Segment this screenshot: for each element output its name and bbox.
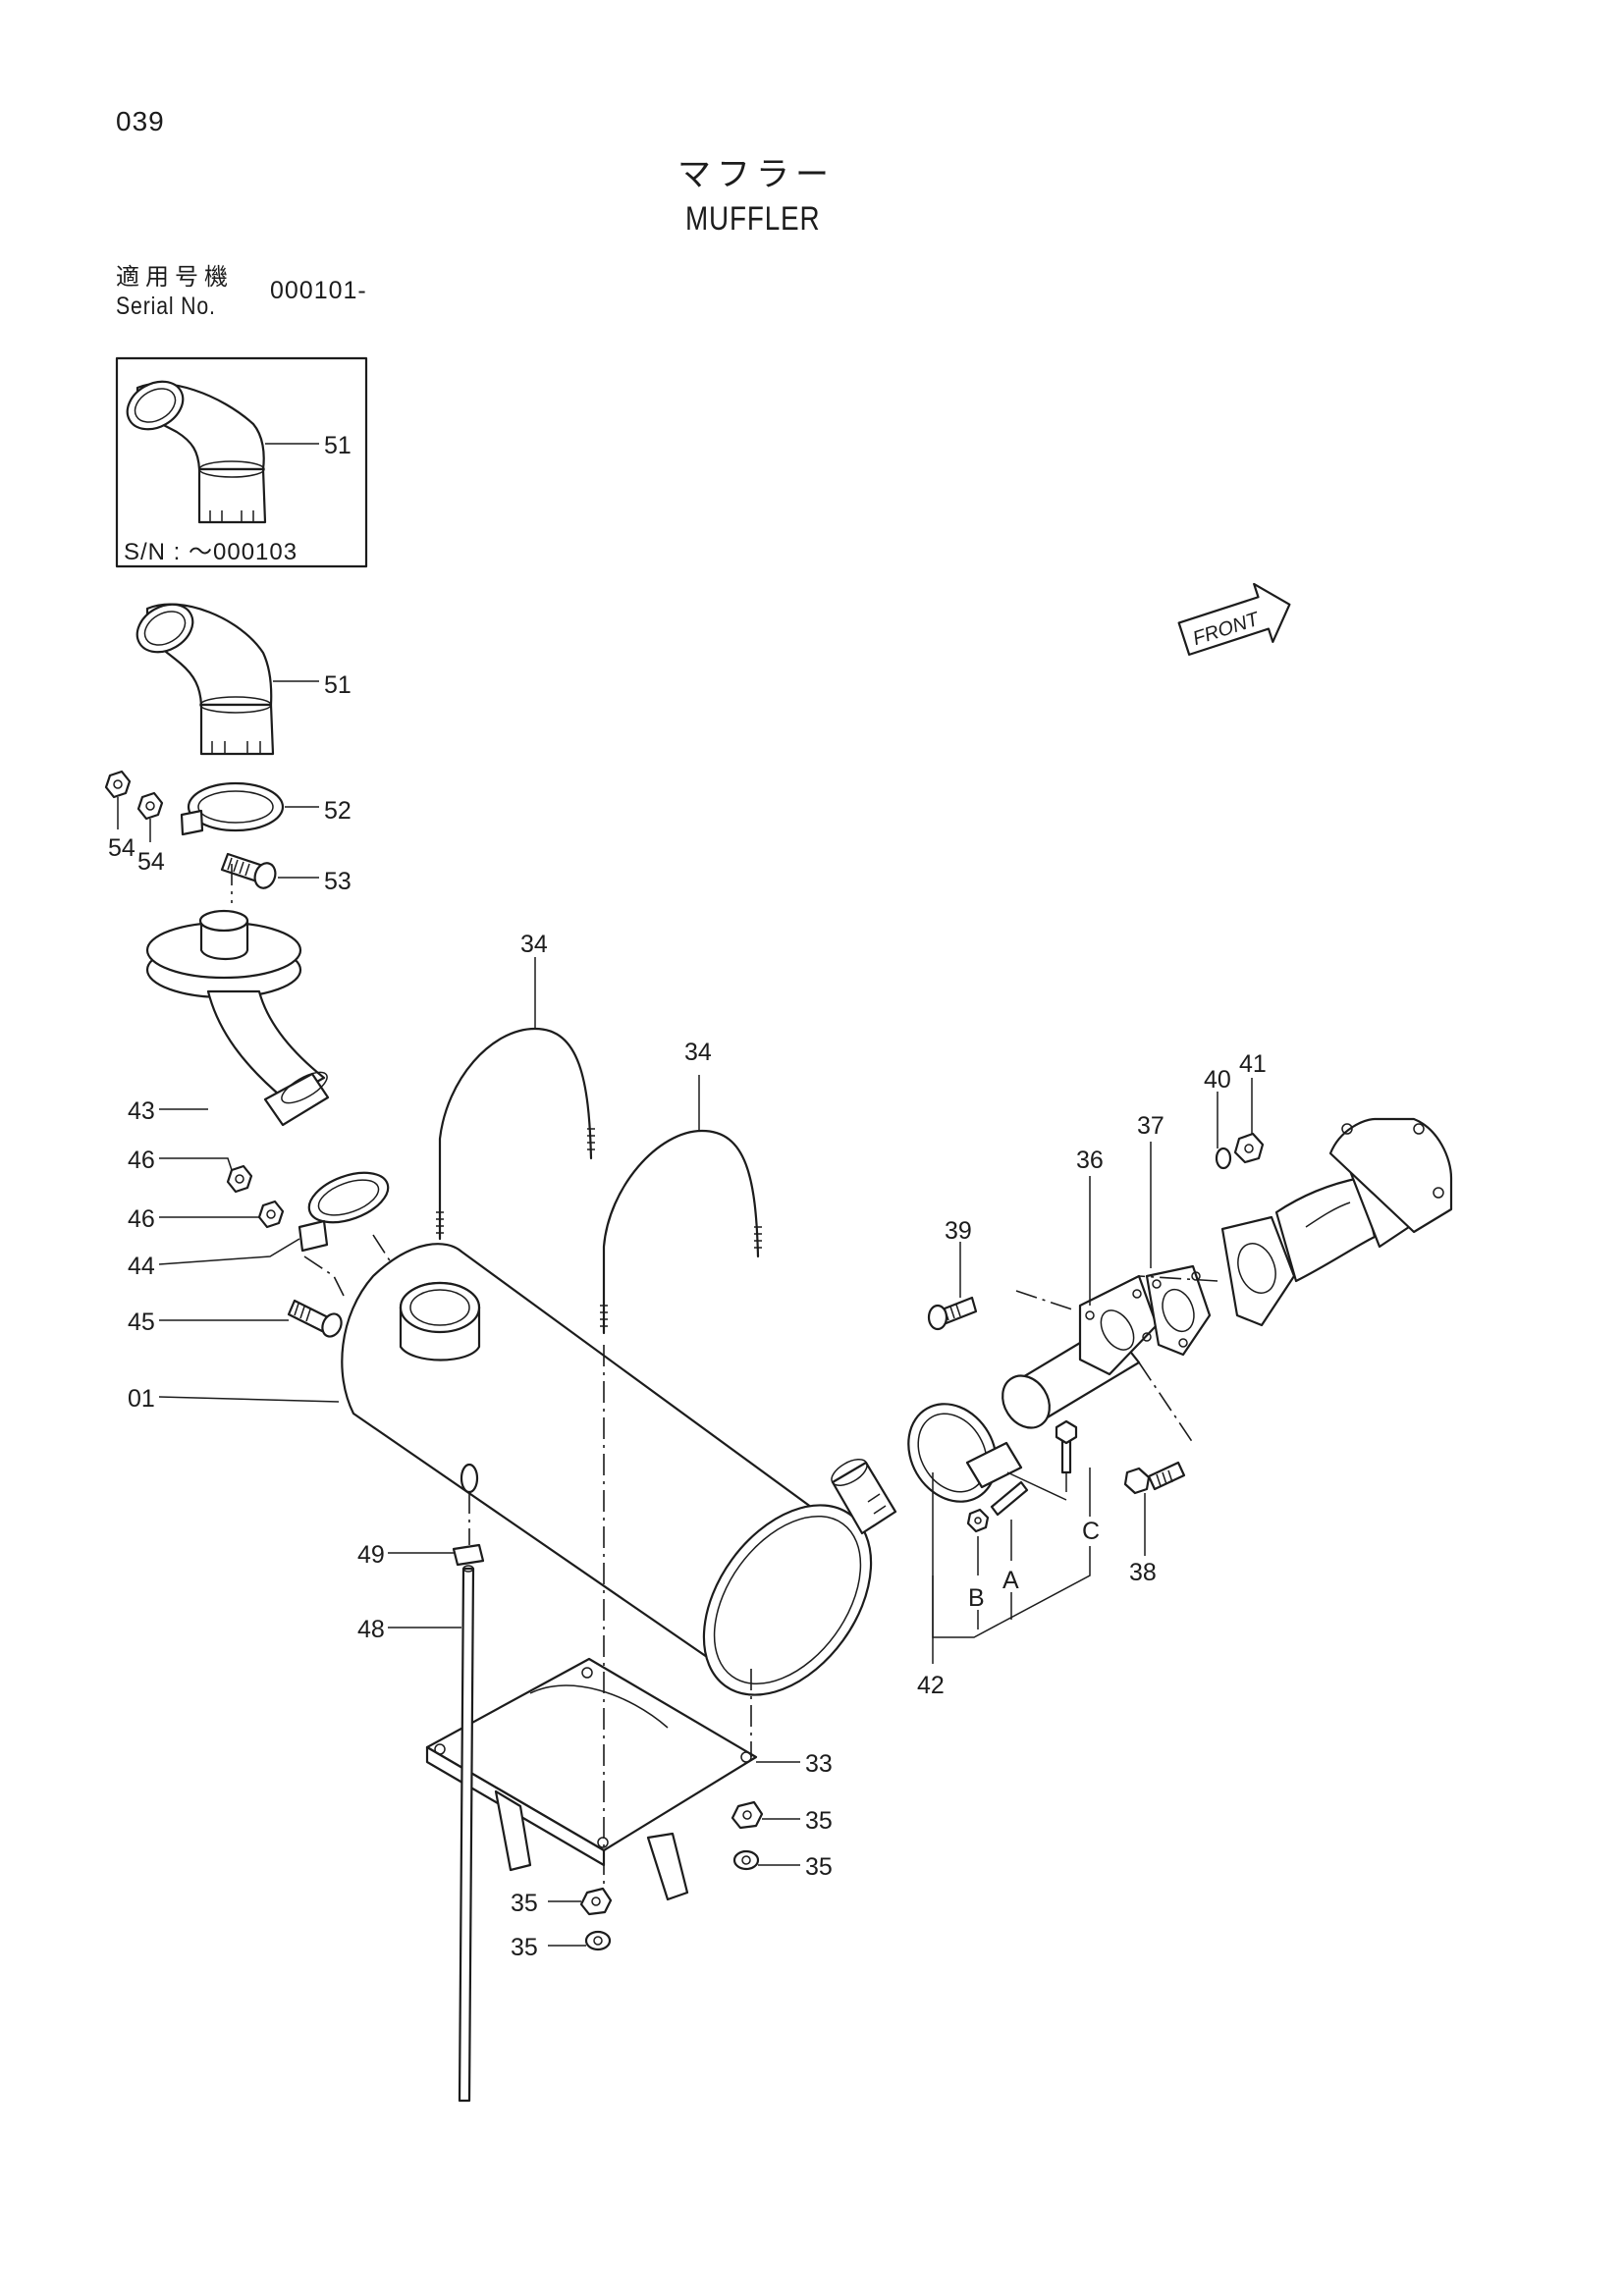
nut-54-inner [136, 791, 164, 821]
callout-35-left-upper: 35 [511, 1890, 538, 1917]
nut-46-upper [226, 1164, 253, 1194]
callout-34-front: 34 [684, 1039, 712, 1066]
serial-label-english: Serial No. [116, 293, 216, 320]
mounting-bracket-33 [425, 1657, 758, 1901]
nut-46-lower [257, 1200, 285, 1229]
callout-35-right-upper: 35 [805, 1807, 833, 1835]
serial-label-japanese: 適用号機 [116, 264, 234, 291]
callout-35-left-lower: 35 [511, 1934, 538, 1961]
band-clamp-42 [907, 1403, 1078, 1533]
nut-41 [1233, 1132, 1265, 1164]
callout-54-inner: 54 [137, 848, 165, 876]
callout-33: 33 [805, 1750, 833, 1778]
callout-36: 36 [1076, 1147, 1104, 1174]
band-clamp-52 [180, 781, 285, 836]
bolt-39 [927, 1296, 978, 1331]
front-direction-badge: FRONT [1177, 582, 1291, 656]
callout-54-outer: 54 [108, 834, 135, 862]
washer-40 [1215, 1147, 1232, 1170]
inset-part-label: 51 [324, 432, 352, 459]
band-clamp-44 [298, 1171, 390, 1253]
callout-51: 51 [324, 671, 352, 699]
callout-41: 41 [1239, 1050, 1267, 1078]
callout-39: 39 [945, 1217, 972, 1245]
serial-range: 000101- [270, 277, 367, 304]
callout-A: A [1002, 1567, 1019, 1594]
callout-46-lower: 46 [128, 1205, 155, 1233]
callout-49: 49 [357, 1541, 385, 1569]
callout-35-right-lower: 35 [805, 1853, 833, 1881]
nut-35-left-lower [584, 1930, 612, 1951]
callout-01: 01 [128, 1385, 155, 1413]
inset-box: 51 [115, 356, 368, 568]
bolt-38 [1123, 1461, 1186, 1495]
gasket-37 [1145, 1264, 1212, 1357]
u-bolt-34-rear [436, 1027, 595, 1241]
u-bolt-34-front [600, 1129, 762, 1335]
turbo-outlet-flange [1220, 1117, 1453, 1327]
callout-48: 48 [357, 1616, 385, 1643]
inlet-pipe-36 [1001, 1274, 1159, 1429]
tail-pipe-elbow [135, 603, 275, 756]
muffler-body [341, 1243, 897, 1696]
callout-43: 43 [128, 1097, 155, 1125]
inset-serial-caption: S/N : ～000103 [124, 539, 298, 565]
callout-45: 45 [128, 1308, 155, 1336]
callout-42: 42 [917, 1672, 945, 1699]
callout-37: 37 [1137, 1112, 1164, 1140]
bolt-45 [287, 1299, 343, 1338]
callout-44: 44 [128, 1253, 155, 1280]
nut-35-left-upper [579, 1887, 613, 1916]
callout-46-upper: 46 [128, 1147, 155, 1174]
callout-34-rear: 34 [520, 931, 548, 958]
callout-B: B [968, 1584, 985, 1612]
exhaust-stack-pipe-43 [145, 909, 330, 1127]
title-japanese: マフラー [677, 156, 835, 193]
page-number: 039 [116, 106, 165, 136]
nut-54-outer [104, 770, 132, 799]
nut-35-right-lower [732, 1849, 760, 1871]
callout-C: C [1082, 1518, 1100, 1545]
bolt-53 [220, 852, 277, 889]
nut-35-right-upper [731, 1800, 764, 1830]
drain-tube-48 [458, 1565, 475, 2103]
inset-elbow-pipe [126, 380, 267, 524]
callout-52: 52 [324, 797, 352, 825]
callout-53: 53 [324, 868, 352, 895]
callout-40: 40 [1204, 1066, 1231, 1094]
callout-38: 38 [1129, 1559, 1157, 1586]
title-english: MUFFLER [685, 200, 821, 238]
